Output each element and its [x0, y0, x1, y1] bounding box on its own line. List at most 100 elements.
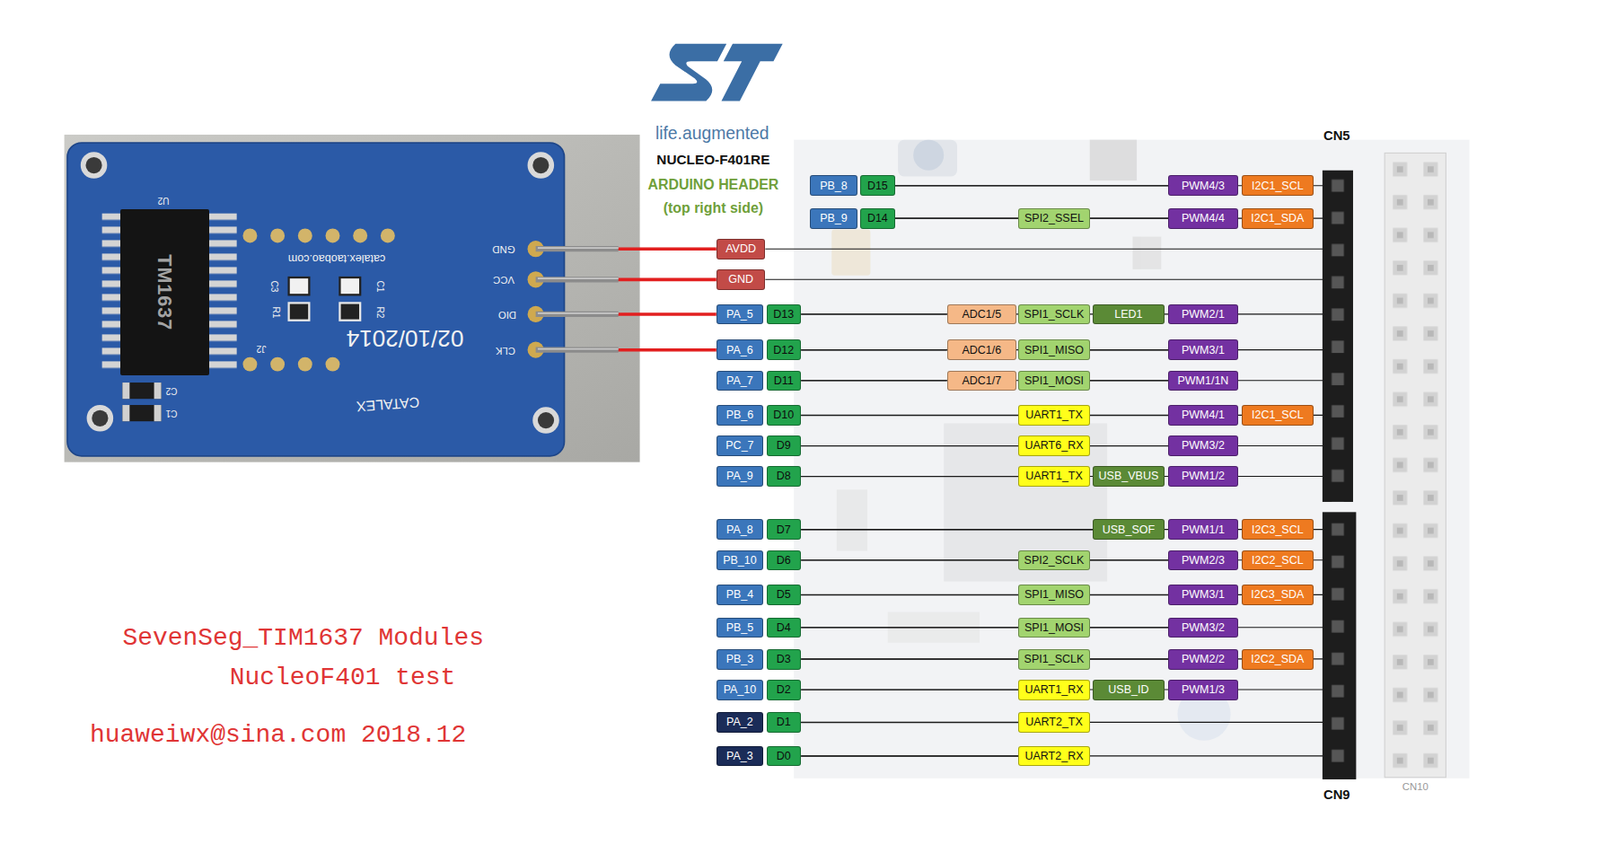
pin-function: PWM4/1	[1181, 409, 1225, 422]
pin-function: PA_2	[726, 716, 754, 729]
pin-function: PB_10	[722, 554, 757, 567]
photo-background	[64, 134, 641, 463]
smd-capacitor	[122, 382, 161, 399]
pin-function: I2C1_SCL	[1251, 409, 1304, 422]
solder-pad	[270, 357, 285, 372]
pin-tag: ADC1/7	[947, 370, 1017, 392]
board-component	[913, 140, 944, 171]
pin-tag: PWM4/4	[1168, 208, 1238, 229]
pin-tag: D11	[766, 370, 802, 392]
pin-tag: I2C1_SCL	[1241, 404, 1314, 426]
signal-line	[800, 313, 948, 315]
pin-function: D5	[776, 589, 792, 601]
smd-capacitor-end	[154, 382, 162, 399]
pin-function: PWM3/1	[1181, 344, 1225, 357]
header-pin-highlight	[537, 312, 619, 315]
smd-capacitor	[339, 277, 361, 295]
pin-tag: SPI1_MISO	[1018, 339, 1091, 361]
pin-function: PWM3/2	[1181, 439, 1225, 452]
pin-function: D4	[776, 622, 792, 634]
pin-tag: PB_10	[716, 550, 764, 572]
pin-tag: SPI1_MOSI	[1018, 617, 1091, 639]
chip-marking: TM1637	[155, 254, 176, 331]
pin-tag: PA_5	[716, 304, 764, 326]
solder-pad	[325, 228, 341, 243]
pin-tag: PWM1/1	[1168, 518, 1238, 540]
pin-label: CLK	[494, 344, 515, 355]
pin-function: SPI1_SCLK	[1024, 308, 1085, 321]
pin-tag: PWM4/1	[1168, 404, 1238, 426]
solder-pad	[242, 357, 257, 372]
pin-function: I2C2_SCL	[1251, 554, 1304, 567]
pin-function: SPI1_MOSI	[1024, 375, 1084, 387]
header-subtitle: (top right side)	[663, 200, 764, 217]
pin-tag: ADC1/5	[947, 304, 1017, 326]
pin-function: D13	[773, 308, 794, 321]
pin-tag: D1	[766, 712, 802, 733]
pin-function: USB_VBUS	[1098, 470, 1160, 483]
mcu-chip	[943, 422, 1108, 581]
pin-tag: PWM2/2	[1168, 649, 1238, 670]
pin-tag: GND	[716, 269, 766, 291]
solder-pad	[298, 228, 313, 243]
smd-resistor	[289, 302, 310, 320]
pin-tag: D6	[766, 550, 802, 572]
mounting-hole	[80, 151, 108, 179]
st-logo	[720, 43, 783, 102]
pin-function: PWM4/3	[1181, 180, 1225, 193]
chip-pins	[209, 212, 238, 375]
signal-line	[800, 379, 948, 381]
pin-function: PA_7	[726, 375, 754, 387]
cn5-pins	[1322, 170, 1354, 502]
pin-function: PB_4	[726, 589, 755, 601]
pin-tag: PA_9	[716, 465, 764, 487]
pin-function: PB_5	[726, 622, 755, 634]
signal-line	[895, 218, 1020, 220]
pin-tag: UART1_TX	[1018, 465, 1091, 487]
pin-function: D15	[867, 180, 888, 193]
pin-tag: PWM3/2	[1168, 617, 1238, 639]
pin-function: SPI1_MISO	[1024, 589, 1084, 601]
pin-label: GND	[492, 244, 516, 255]
pin-function: PA_6	[726, 344, 754, 357]
pin-function: ADC1/5	[961, 308, 1002, 321]
mounting-hole	[532, 157, 549, 174]
pin-function: PWM3/2	[1181, 622, 1225, 634]
pin-function: UART2_RX	[1024, 750, 1083, 763]
pin-function: LED1	[1114, 308, 1143, 321]
pin-tag: PA_10	[716, 679, 764, 701]
pin-function: D8	[776, 470, 792, 483]
part-reference: R1	[270, 306, 282, 318]
board-name: NUCLEO-F401RE	[656, 152, 770, 169]
pin-tag: D9	[766, 435, 802, 457]
pin-tag: PWM4/3	[1168, 175, 1238, 196]
author-note: huaweiwx@sina.com 2018.12	[89, 720, 466, 750]
part-reference: C3	[268, 281, 280, 293]
pin-function: USB_SOF	[1102, 524, 1155, 537]
signal-line	[1090, 626, 1170, 628]
signal-line	[800, 414, 1019, 416]
pin-function: I2C1_SDA	[1250, 212, 1304, 225]
module-pcb	[67, 142, 564, 457]
pin-tag: UART1_RX	[1018, 679, 1091, 701]
pin-tag: PA_6	[716, 339, 764, 361]
pin-tag: PWM1/2	[1168, 465, 1238, 487]
board-photo	[793, 140, 1469, 779]
cn10-pins	[1384, 152, 1446, 777]
smd-capacitor-end	[122, 382, 130, 399]
pin-tag: I2C1_SCL	[1241, 175, 1314, 196]
pin-tag: PWM3/1	[1168, 584, 1238, 606]
part-reference: U2	[157, 194, 169, 206]
cn9-pins	[1322, 511, 1357, 780]
chip-pins	[102, 212, 121, 375]
solder-pad	[242, 228, 257, 243]
signal-line	[800, 594, 1019, 596]
silkscreen-date: 02/10/2014	[346, 326, 465, 351]
pin-tag: PWM2/1	[1168, 304, 1238, 326]
signal-line	[800, 349, 948, 351]
pin-tag: D15	[860, 175, 896, 196]
cn10-header	[1384, 152, 1446, 777]
pin-tag: PB_8	[809, 175, 857, 196]
pin-function: D6	[776, 554, 792, 567]
